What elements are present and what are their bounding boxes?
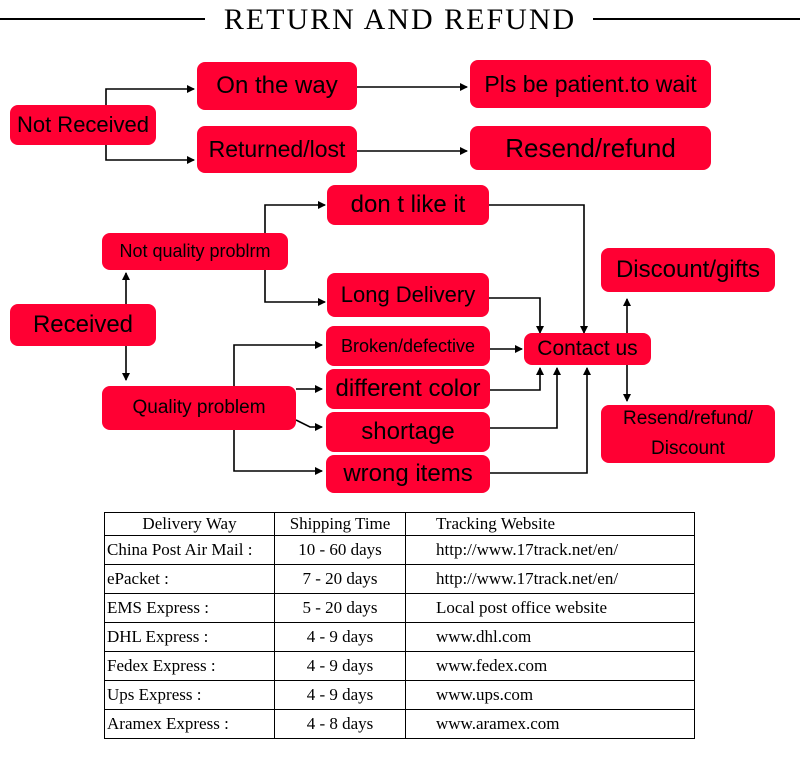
- flow-arrows: [105, 83, 631, 475]
- table-row: EMS Express : 5 - 20 days Local post off…: [104, 593, 695, 623]
- arrow-shortage-contact: [490, 367, 561, 429]
- box-broken-defective: Broken/defective: [326, 326, 490, 366]
- title-rule-left: [0, 18, 205, 20]
- cell-delivery-way: EMS Express :: [104, 593, 275, 623]
- table-row: China Post Air Mail : 10 - 60 days http:…: [104, 535, 695, 565]
- cell-delivery-way: Fedex Express :: [104, 651, 275, 681]
- box-dont-like: don t like it: [327, 185, 489, 225]
- box-returned-lost: Returned/lost: [197, 126, 357, 173]
- cell-shipping-time: 4 - 9 days: [274, 680, 406, 710]
- arrow-quality-shortage: [295, 419, 323, 431]
- cell-delivery-way: ePacket :: [104, 564, 275, 594]
- table-row: Ups Express : 4 - 9 days www.ups.com: [104, 680, 695, 710]
- box-quality-problem: Quality problem: [102, 386, 296, 430]
- box-resend-discount: Resend/refund/ Discount: [601, 405, 775, 463]
- cell-shipping-time: 4 - 8 days: [274, 709, 406, 739]
- arrow-dontlike-contact: [489, 204, 588, 334]
- cell-delivery-way: China Post Air Mail :: [104, 535, 275, 565]
- table-header-row: Delivery Way Shipping Time Tracking Webs…: [104, 512, 695, 536]
- cell-shipping-time: 4 - 9 days: [274, 622, 406, 652]
- cell-tracking-website: www.aramex.com: [405, 709, 695, 739]
- header-delivery-way: Delivery Way: [104, 512, 275, 536]
- box-long-delivery: Long Delivery: [327, 273, 489, 317]
- arrow-color-contact: [490, 367, 544, 391]
- cell-shipping-time: 4 - 9 days: [274, 651, 406, 681]
- cell-shipping-time: 5 - 20 days: [274, 593, 406, 623]
- cell-tracking-website: Local post office website: [405, 593, 695, 623]
- cell-tracking-website: http://www.17track.net/en/: [405, 535, 695, 565]
- header-tracking-website: Tracking Website: [405, 512, 695, 536]
- page-title: RETURN AND REFUND: [223, 3, 577, 36]
- table-row: DHL Express : 4 - 9 days www.dhl.com: [104, 622, 695, 652]
- box-be-patient: Pls be patient.to wait: [470, 60, 711, 108]
- cell-shipping-time: 7 - 20 days: [274, 564, 406, 594]
- cell-tracking-website: http://www.17track.net/en/: [405, 564, 695, 594]
- title-rule-right: [593, 18, 800, 20]
- box-shortage: shortage: [326, 412, 490, 452]
- resend-discount-line2: Discount: [651, 438, 725, 459]
- arrow-quality-wrong: [233, 429, 323, 475]
- cell-delivery-way: Ups Express :: [104, 680, 275, 710]
- arrow-notreceived-returned: [105, 143, 195, 164]
- arrow-quality-broken: [233, 341, 323, 389]
- cell-tracking-website: www.dhl.com: [405, 622, 695, 652]
- box-not-quality: Not quality problrm: [102, 233, 288, 270]
- cell-delivery-way: DHL Express :: [104, 622, 275, 652]
- box-different-color: different color: [326, 369, 490, 409]
- box-wrong-items: wrong items: [326, 455, 490, 493]
- arrow-notreceived-ontheway: [105, 85, 195, 107]
- cell-delivery-way: Aramex Express :: [104, 709, 275, 739]
- box-contact-us: Contact us: [524, 333, 651, 365]
- cell-shipping-time: 10 - 60 days: [274, 535, 406, 565]
- cell-tracking-website: www.ups.com: [405, 680, 695, 710]
- arrow-notquality-dontlike: [264, 201, 326, 235]
- arrow-longdelivery-contact: [489, 297, 544, 334]
- table-row: ePacket : 7 - 20 days http://www.17track…: [104, 564, 695, 594]
- header-shipping-time: Shipping Time: [274, 512, 406, 536]
- cell-tracking-website: www.fedex.com: [405, 651, 695, 681]
- shipping-table: Delivery Way Shipping Time Tracking Webs…: [104, 512, 695, 739]
- arrow-wrong-contact: [490, 367, 591, 474]
- box-not-received: Not Received: [10, 105, 156, 145]
- box-on-the-way: On the way: [197, 62, 357, 110]
- table-row: Aramex Express : 4 - 8 days www.aramex.c…: [104, 709, 695, 739]
- arrow-notquality-longdelivery: [264, 270, 326, 306]
- resend-discount-line1: Resend/refund/: [623, 408, 753, 429]
- box-received: Received: [10, 304, 156, 346]
- box-resend-refund: Resend/refund: [470, 126, 711, 170]
- box-discount-gifts: Discount/gifts: [601, 248, 775, 292]
- table-row: Fedex Express : 4 - 9 days www.fedex.com: [104, 651, 695, 681]
